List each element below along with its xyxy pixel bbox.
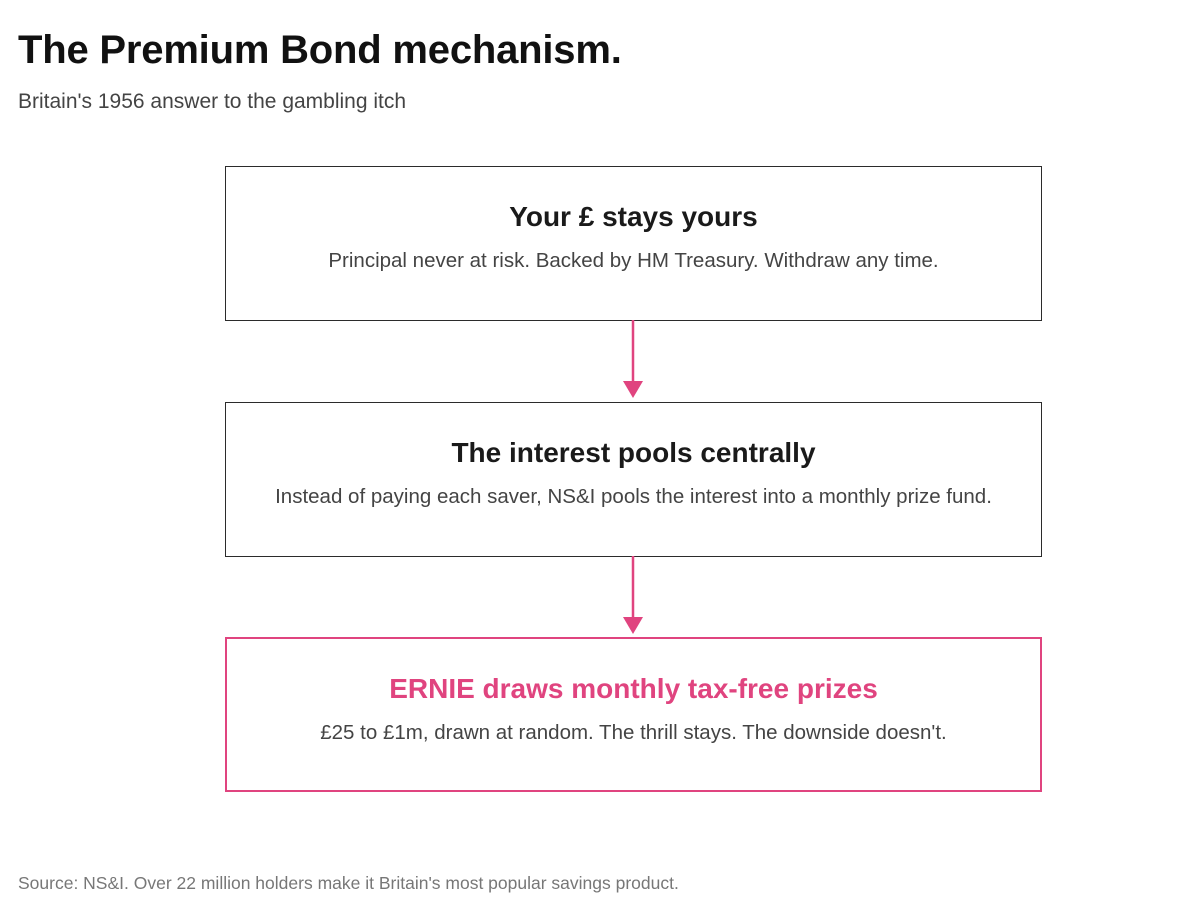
page-title: The Premium Bond mechanism. [18, 28, 622, 72]
step-description: Instead of paying each saver, NS&I pools… [275, 485, 992, 508]
step-description: Principal never at risk. Backed by HM Tr… [328, 249, 939, 272]
step-box-principal: Your £ stays yours Principal never at ri… [225, 166, 1042, 321]
page-subtitle: Britain's 1956 answer to the gambling it… [18, 90, 407, 113]
down-arrow-icon [623, 556, 643, 634]
step-box-interest-pool: The interest pools centrally Instead of … [225, 402, 1042, 557]
step-description: £25 to £1m, drawn at random. The thrill … [320, 721, 947, 744]
step-title: ERNIE draws monthly tax-free prizes [389, 673, 878, 704]
source-note: Source: NS&I. Over 22 million holders ma… [18, 873, 679, 893]
step-title: The interest pools centrally [451, 437, 816, 468]
down-arrow-icon [623, 320, 643, 398]
step-title: Your £ stays yours [509, 201, 758, 232]
step-box-ernie-draw: ERNIE draws monthly tax-free prizes £25 … [225, 637, 1042, 792]
